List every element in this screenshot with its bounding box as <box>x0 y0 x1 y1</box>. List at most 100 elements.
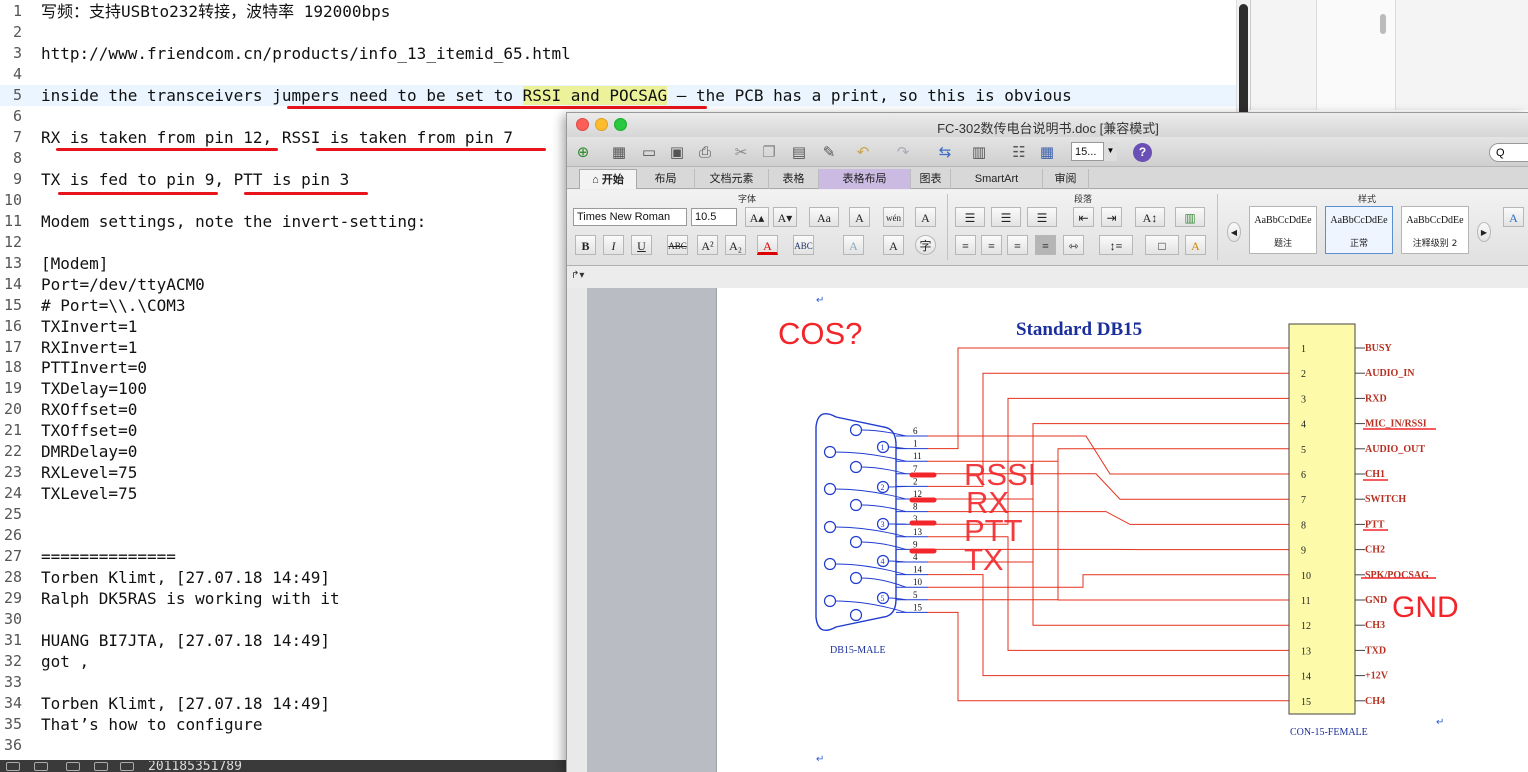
enclose-char-icon[interactable]: 字 <box>915 235 936 255</box>
sidebar-toggle-icon[interactable]: ▥ <box>971 143 987 161</box>
font-name-field[interactable]: Times New Roman <box>573 208 687 226</box>
bullets-icon[interactable]: ☰ <box>955 207 985 227</box>
styles-prev-icon[interactable]: ◀ <box>1227 222 1241 242</box>
character-border-icon[interactable]: A <box>915 207 936 227</box>
editor-line[interactable]: 8 <box>0 148 1236 169</box>
status-lock-icon[interactable] <box>66 762 80 771</box>
tab-charts[interactable]: 图表 <box>911 169 951 189</box>
bold-button[interactable]: B <box>575 235 596 255</box>
editor-line[interactable]: 13[Modem] <box>0 253 1236 274</box>
media-browser-icon[interactable]: ▦ <box>1039 143 1055 161</box>
tab-tables[interactable]: 表格 <box>769 169 819 189</box>
distribute-icon[interactable]: ⇿ <box>1063 235 1084 255</box>
line-spacing-icon[interactable]: ↕≡ <box>1099 235 1133 255</box>
print-icon[interactable]: ⎙ <box>698 143 711 161</box>
align-right-icon[interactable]: ≡ <box>1007 235 1028 255</box>
editor-line[interactable]: 36 <box>0 735 1236 756</box>
format-painter-icon[interactable]: ✎ <box>822 143 836 161</box>
decrease-indent-icon[interactable]: ⇤ <box>1073 207 1094 227</box>
document-page[interactable] <box>717 288 1528 772</box>
subscript-button[interactable]: A₂ <box>725 235 746 255</box>
paragraph-settings-icon[interactable]: A <box>1185 235 1206 255</box>
editor-line[interactable]: 25 <box>0 504 1236 525</box>
numbering-icon[interactable]: ☰ <box>991 207 1021 227</box>
tab-table-layout[interactable]: 表格布局 <box>819 169 911 189</box>
highlight-icon[interactable]: ABC <box>793 235 814 255</box>
paste-icon[interactable]: ▤ <box>791 143 807 161</box>
clear-format-icon[interactable]: A <box>849 207 870 227</box>
shrink-font-icon[interactable]: A▾ <box>773 207 797 227</box>
justify-icon[interactable]: ≡ <box>1035 235 1056 255</box>
zoom-window-button[interactable] <box>614 118 627 131</box>
columns-icon[interactable]: ▥ <box>1175 207 1205 227</box>
align-center-icon[interactable]: ≡ <box>981 235 1002 255</box>
font-size-field[interactable]: 10.5 <box>691 208 737 226</box>
grow-font-icon[interactable]: A▴ <box>745 207 769 227</box>
zoom-dropdown-icon[interactable]: ▼ <box>1103 142 1117 161</box>
text-effects-icon[interactable]: A <box>843 235 864 255</box>
title-bar[interactable]: FC-302数传电台说明书.doc [兼容模式] <box>567 113 1528 137</box>
sort-icon[interactable]: A↕ <box>1135 207 1165 227</box>
save-icon[interactable]: ▣ <box>669 143 685 161</box>
editor-line[interactable]: 6 <box>0 106 1236 127</box>
cut-icon[interactable]: ✂ <box>734 143 748 161</box>
underline-button[interactable]: U <box>631 235 652 255</box>
multilevel-list-icon[interactable]: ☰ <box>1027 207 1057 227</box>
tab-review[interactable]: 审阅 <box>1043 169 1089 189</box>
editor-line[interactable]: 4 <box>0 64 1236 85</box>
shading-icon[interactable]: □ <box>1145 235 1179 255</box>
editor-line[interactable]: 26 <box>0 525 1236 546</box>
editor-scrollbar-thumb[interactable] <box>1239 4 1248 144</box>
search-icon[interactable]: Q <box>1489 143 1528 162</box>
status-prev-icon[interactable] <box>6 762 20 771</box>
font-color-icon[interactable]: A <box>757 235 778 255</box>
minimize-window-button[interactable] <box>595 118 608 131</box>
editor-line[interactable]: 15# Port=\\.\COM3 <box>0 295 1236 316</box>
italic-button[interactable]: I <box>603 235 624 255</box>
tab-document-elements[interactable]: 文档元素 <box>695 169 769 189</box>
new-doc-icon[interactable]: ⊕ <box>576 143 590 161</box>
toolbox-icon[interactable]: ☷ <box>1012 143 1026 161</box>
style-normal[interactable]: AaBbCcDdEe 正常 <box>1325 206 1393 254</box>
tab-home[interactable]: ⌂ 开始 <box>579 169 637 189</box>
status-chat-icon[interactable] <box>120 762 134 771</box>
editor-line[interactable]: 33 <box>0 672 1236 693</box>
pointer-icon[interactable]: ↱▾ <box>571 270 585 281</box>
editor-line[interactable]: 2 <box>0 22 1236 43</box>
superscript-button[interactable]: A² <box>697 235 718 255</box>
close-window-button[interactable] <box>576 118 589 131</box>
style-caption[interactable]: AaBbCcDdEe 题注 <box>1249 206 1317 254</box>
text-styles-icon[interactable]: A <box>1503 207 1524 227</box>
tab-smartart[interactable]: SmartArt <box>951 169 1043 189</box>
styles-next-icon[interactable]: ▶ <box>1477 222 1491 242</box>
navigate-icon[interactable]: ⇆ <box>938 143 952 161</box>
phonetic-guide-icon[interactable]: wén <box>883 207 904 227</box>
strikethrough-button[interactable]: ABC <box>667 235 688 255</box>
change-case-icon[interactable]: Aa <box>809 207 839 227</box>
status-next-icon[interactable] <box>34 762 48 771</box>
tab-layout[interactable]: 布局 <box>637 169 695 189</box>
char-shading-icon[interactable]: A <box>883 235 904 255</box>
redo-icon[interactable]: ↷ <box>896 143 910 161</box>
copy-icon[interactable]: ❐ <box>762 143 776 161</box>
